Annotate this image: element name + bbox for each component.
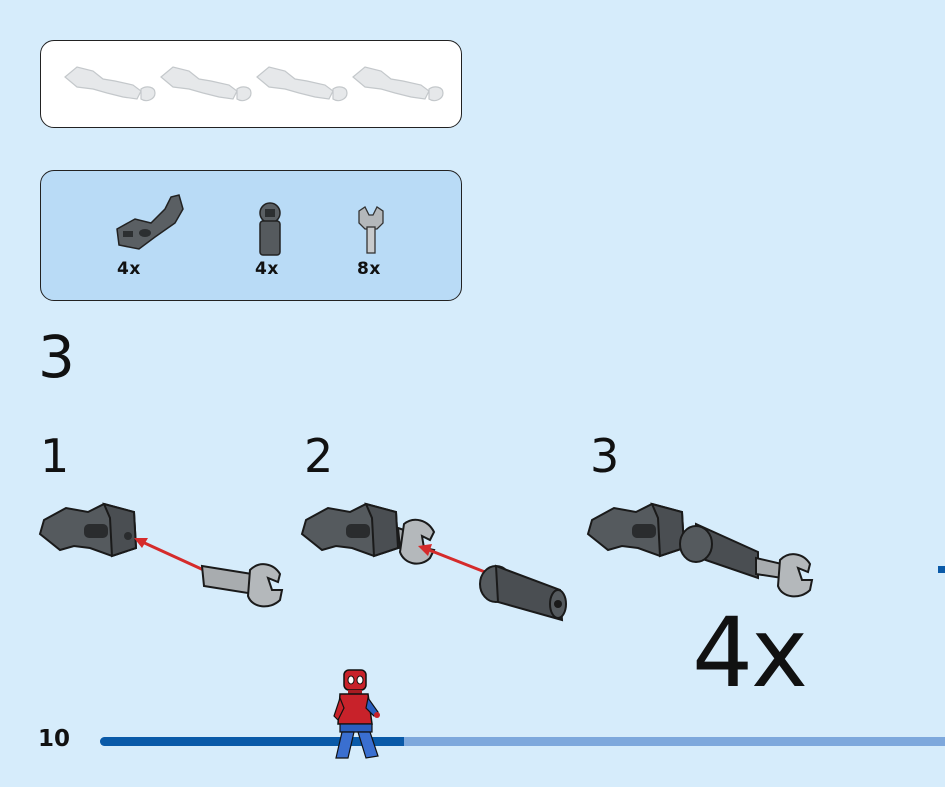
angled-clip-part-icon xyxy=(116,194,184,250)
sub-step-3-illustration xyxy=(586,502,814,598)
arrow-head xyxy=(134,538,148,548)
angled-clip-part xyxy=(586,502,686,558)
main-step-number: 3 xyxy=(38,323,75,391)
pin-joint-part xyxy=(679,522,759,580)
assembly-arrow xyxy=(137,538,209,574)
finished-submodel-callout xyxy=(40,40,462,128)
assembly-arrow xyxy=(423,546,491,576)
clip-end xyxy=(776,553,814,598)
part-count: 4x xyxy=(117,259,141,279)
progress-track xyxy=(100,737,945,746)
build-progress-bar xyxy=(100,737,945,746)
angled-clip-part xyxy=(300,502,400,558)
finished-arm-ghost xyxy=(352,66,444,102)
finished-arm-ghost xyxy=(160,66,252,102)
clip-end xyxy=(398,518,436,565)
clip-bar-part xyxy=(200,563,284,608)
parts-list-panel: 4x 4x 8x xyxy=(40,170,462,301)
build-multiplier: 4x xyxy=(692,597,808,709)
sub-step-number: 3 xyxy=(590,429,620,483)
arrow-head xyxy=(418,544,432,556)
sub-step-2-illustration xyxy=(300,502,567,622)
finished-arms-preview xyxy=(64,66,444,102)
pin-joint-part xyxy=(479,564,567,622)
part-count: 4x xyxy=(255,259,279,279)
minifigure-progress-marker xyxy=(333,669,380,759)
next-page-edge-marker xyxy=(938,566,945,573)
sub-step-number: 2 xyxy=(304,429,334,483)
progress-fill xyxy=(100,737,405,746)
clip-bar-part-icon xyxy=(358,206,384,254)
page-number: 10 xyxy=(38,726,71,752)
pin-joint-part-icon xyxy=(259,202,281,256)
finished-arm-ghost xyxy=(256,66,348,102)
part-count: 8x xyxy=(357,259,381,279)
sub-step-number: 1 xyxy=(40,429,70,483)
angled-clip-part xyxy=(38,502,138,558)
sub-step-1-illustration xyxy=(38,502,284,608)
finished-arm-ghost xyxy=(64,66,156,102)
